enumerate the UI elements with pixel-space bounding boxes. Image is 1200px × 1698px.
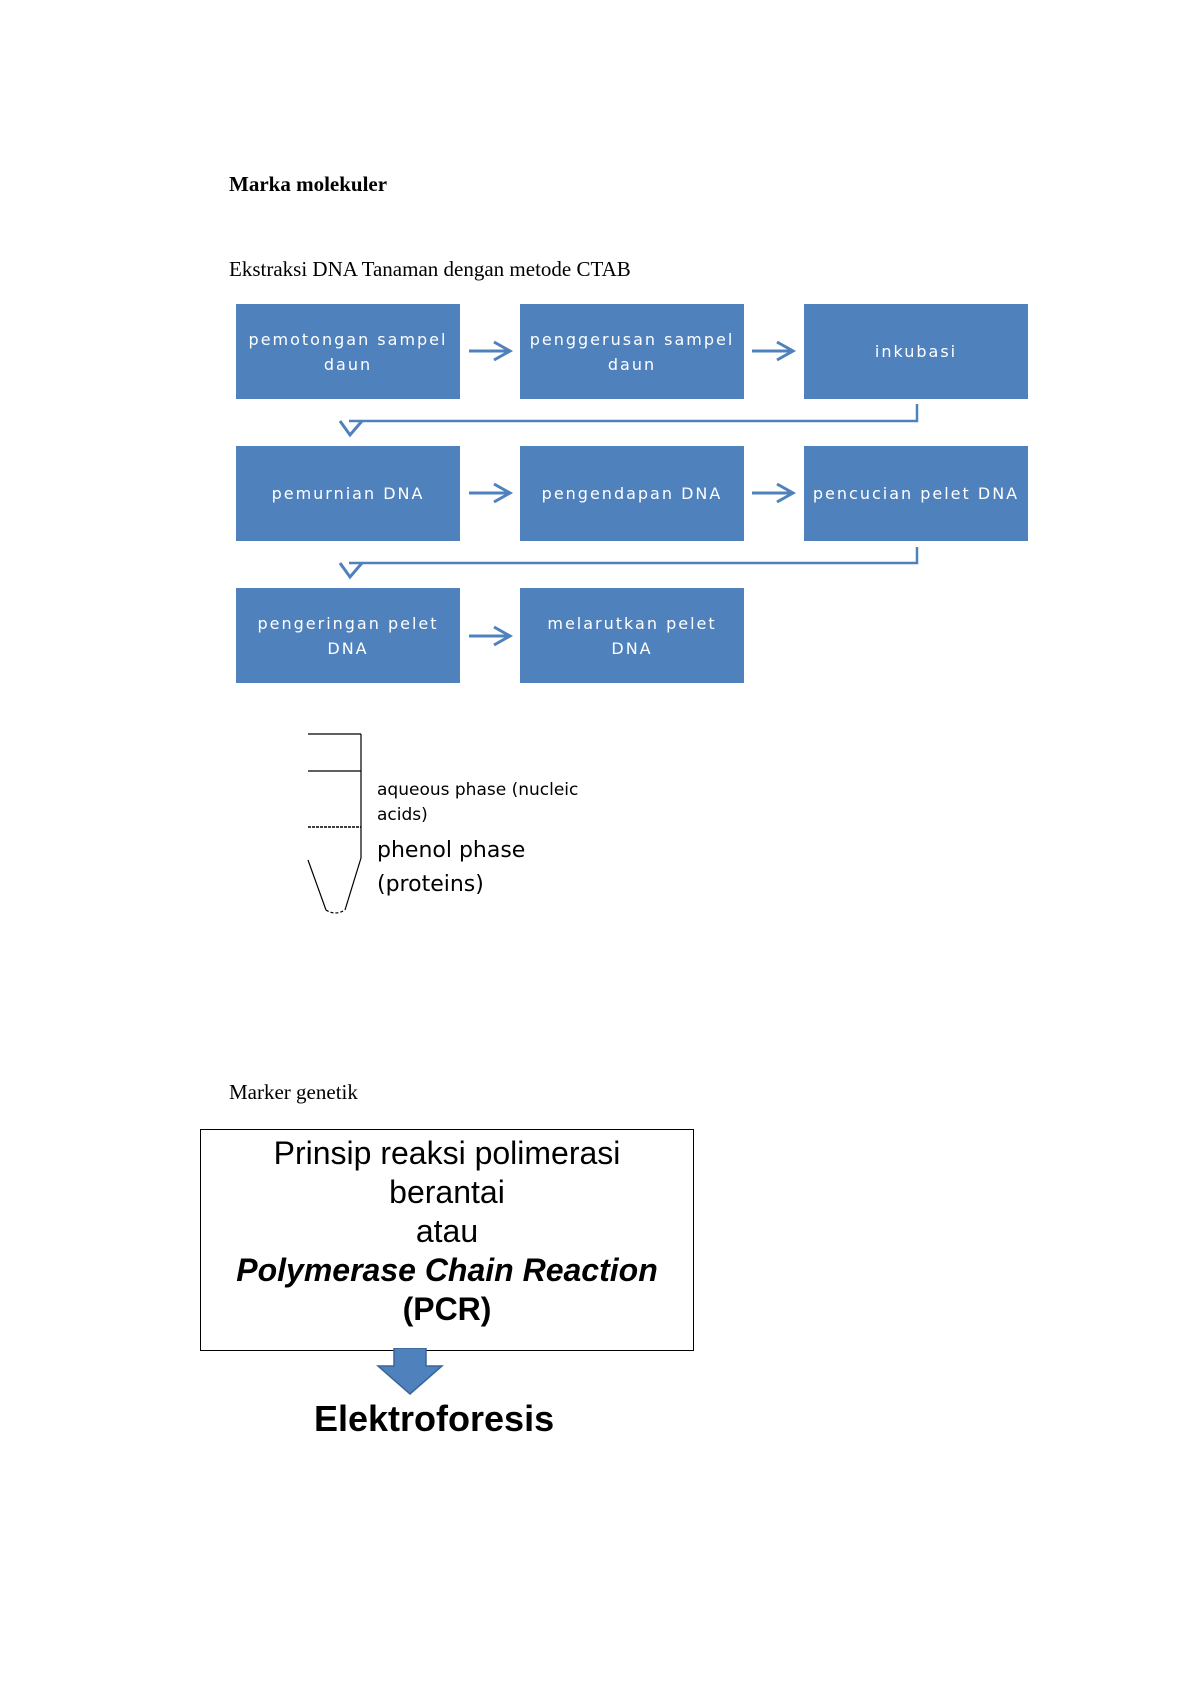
return-arrow-icon: [338, 404, 919, 438]
pcr-line-5: (PCR): [402, 1291, 492, 1327]
arrow-right-icon: [469, 482, 514, 504]
flow-step-pengeringan: pengeringan pelet DNA: [236, 588, 460, 683]
flow-step-pengendapan: pengendapan DNA: [520, 446, 744, 541]
pcr-line-2: berantai: [389, 1174, 505, 1210]
centrifuge-tube-icon: [307, 733, 362, 914]
arrow-right-icon: [469, 625, 514, 647]
flowchart-connectors: [338, 340, 919, 647]
flow-step-melarutkan: melarutkan pelet DNA: [520, 588, 744, 683]
arrow-down-icon: [376, 1348, 444, 1395]
flow-step-label: melarutkan pelet DNA: [547, 613, 717, 658]
flow-step-penggerusan: penggerusan sampel daun: [520, 304, 744, 399]
return-arrow-icon: [338, 547, 919, 580]
flow-step-label: pemotongan sampel daun: [248, 329, 448, 374]
flow-step-label: inkubasi: [874, 342, 958, 361]
label-phenol-phase: phenol phase (proteins): [377, 838, 526, 897]
flow-step-inkubasi: inkubasi: [804, 304, 1028, 399]
elektroforesis-label: Elektroforesis: [314, 1398, 555, 1439]
pcr-line-4: Polymerase Chain Reaction: [236, 1252, 658, 1288]
flow-step-pemotongan: pemotongan sampel daun: [236, 304, 460, 399]
flow-step-pemurnian: pemurnian DNA: [236, 446, 460, 541]
arrow-right-icon: [752, 340, 797, 362]
flow-step-label: pengeringan pelet DNA: [257, 613, 439, 658]
heading-marker-genetik: Marker genetik: [229, 1080, 358, 1104]
arrow-right-icon: [469, 340, 514, 362]
arrow-right-icon: [752, 482, 797, 504]
label-aqueous-phase: aqueous phase (nucleic acids): [377, 780, 579, 825]
flow-step-label: pemurnian DNA: [271, 484, 425, 503]
pcr-line-3: atau: [415, 1213, 479, 1249]
heading-ekstraksi-dna: Ekstraksi DNA Tanaman dengan metode CTAB: [229, 257, 631, 281]
flow-step-label: pengendapan DNA: [541, 484, 723, 503]
flow-step-pencucian: pencucian pelet DNA: [804, 446, 1028, 541]
pcr-principle-box: Prinsip reaksi polimerasi berantai atau …: [200, 1129, 694, 1351]
flow-step-label: penggerusan sampel daun: [529, 329, 735, 374]
heading-marka-molekuler: Marka molekuler: [229, 172, 388, 196]
flow-step-label: pencucian pelet DNA: [812, 484, 1020, 503]
pcr-line-1: Prinsip reaksi polimerasi: [273, 1135, 621, 1171]
